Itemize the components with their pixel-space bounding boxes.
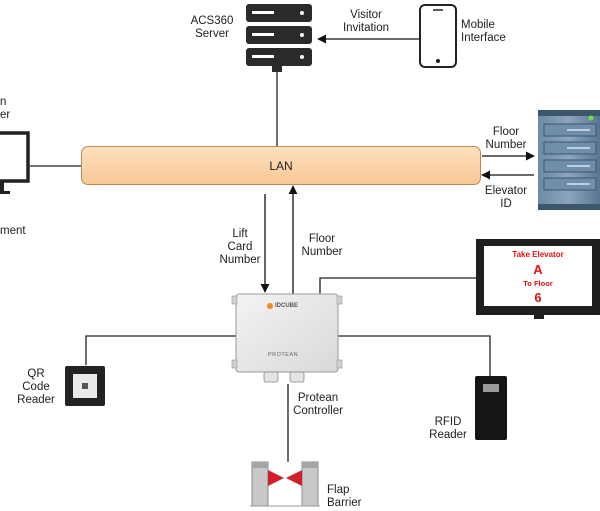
controller-box-icon [231,293,343,383]
display-line-3: To Floor [523,279,553,288]
rfid-reader-label: RFID Reader [429,416,467,441]
lift-card-number-label: Lift Card Number [219,228,261,266]
qr-reader-icon [65,366,105,406]
mobile-interface-label: Mobile Interface [461,19,506,44]
mobile-phone-icon [419,4,457,68]
flap-barrier-label: Flap Barrier [327,484,362,509]
lan-label: LAN [269,159,293,173]
management-label-top: n er [0,96,11,121]
floor-number-label-right: Floor Number [485,126,527,151]
connector-lines [30,72,491,462]
server-label: ACS360 Server [190,15,234,40]
visitor-invitation-label: Visitor Invitation [342,9,390,34]
flap-barrier-icon [250,461,320,507]
elevator-display-screen: Take Elevator A To Floor 6 [484,246,592,306]
display-line-1: Take Elevator [512,250,564,259]
display-line-2: A [533,262,543,277]
elevator-id-label: Elevator ID [484,185,528,210]
display-line-4: 6 [534,290,542,305]
lan-bar [81,146,481,185]
management-label-bottom: ment [0,225,26,237]
controller-model: PROTEAN [268,352,299,358]
monitor-icon [0,131,30,194]
qr-reader-label: QR Code Reader [17,368,55,406]
controller-label: Protean Controller [293,392,343,417]
rfid-reader-icon [475,376,507,440]
controller-brand: IDCUBE [275,303,299,309]
floor-number-label-mid: Floor Number [301,233,343,258]
arrows [260,34,535,294]
elevator-server-icon [538,110,600,210]
server-rack-icon [246,4,312,72]
